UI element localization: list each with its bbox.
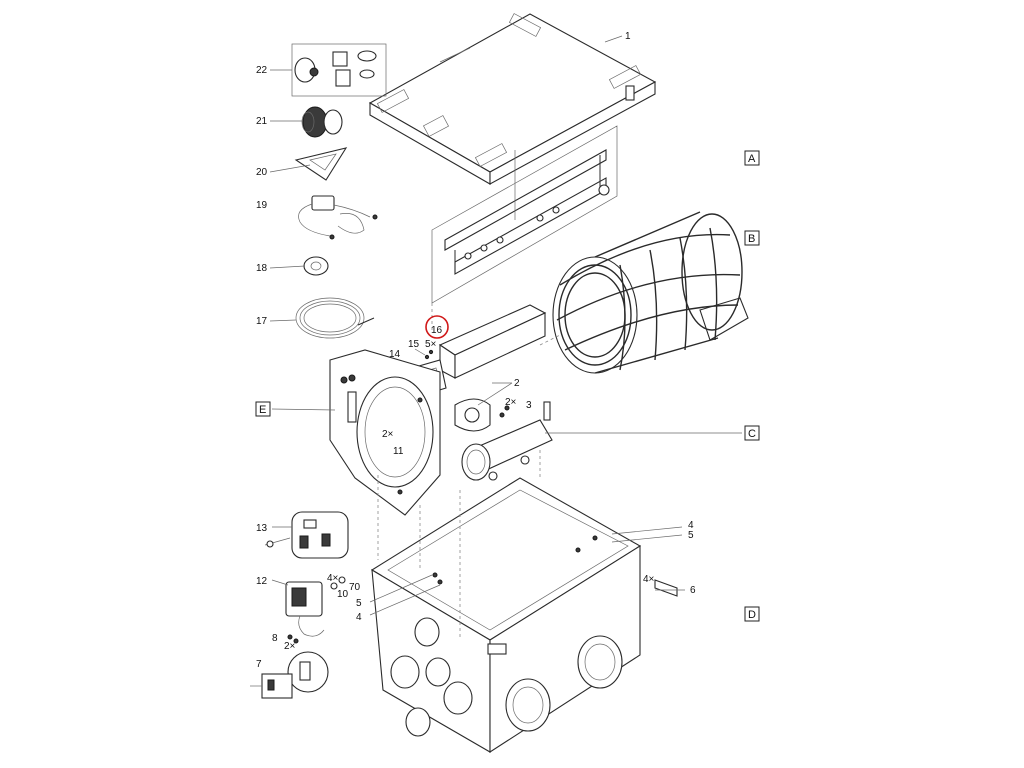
- label-part-19: 19: [256, 200, 268, 211]
- part-10-70-screws: [330, 576, 346, 590]
- label-qty-3: 2×: [505, 397, 517, 408]
- section-label-d: D: [748, 609, 756, 621]
- label-part-20: 20: [256, 167, 268, 178]
- part-12-control-unit: [285, 581, 325, 637]
- part-22-fittings: [291, 43, 387, 97]
- part-17-hose-coil: [295, 297, 375, 339]
- section-e-wall-plate: [329, 349, 441, 516]
- section-d-housing: [370, 477, 678, 754]
- section-label-c: C: [748, 428, 756, 440]
- section-a-bracket: [431, 125, 618, 304]
- label-part-70: 70: [349, 582, 361, 593]
- label-part-10: 10: [337, 589, 349, 600]
- section-b-drum: [552, 211, 749, 374]
- part-18-tape-roll: [303, 256, 329, 276]
- part-7-plug-detail: [250, 651, 329, 699]
- part-8-screws: [287, 634, 299, 644]
- label-part-2: 2: [514, 378, 520, 389]
- label-part-15: 15: [408, 339, 420, 350]
- section-label-b: B: [748, 233, 755, 245]
- label-part-13: 13: [256, 523, 268, 534]
- highlight-circle: [425, 315, 449, 339]
- label-part-5b: 5: [356, 598, 362, 609]
- label-part-1: 1: [625, 31, 631, 42]
- label-part-21: 21: [256, 116, 268, 127]
- label-part-12: 12: [256, 576, 268, 587]
- part-21-hose-coupling: [301, 106, 343, 138]
- part-number-labels: 1 22 21 20 19 18 17 16 15 5× 14 2 2× 3 2…: [256, 31, 696, 670]
- label-part-14: 14: [389, 349, 401, 360]
- label-part-18: 18: [256, 263, 268, 274]
- label-part-16: 16: [431, 325, 443, 336]
- label-part-5a: 5: [688, 530, 694, 541]
- label-qty-6: 4×: [643, 574, 655, 585]
- part-19-switch-cable: [298, 195, 378, 240]
- label-part-22: 22: [256, 65, 268, 76]
- trough-part: [438, 304, 547, 379]
- part-20-bracket: [294, 147, 348, 181]
- part-13-detail-callout: [264, 511, 349, 559]
- section-markers: A B C D E: [255, 150, 760, 622]
- label-qty-8: 2×: [284, 641, 296, 652]
- label-part-11: 11: [393, 446, 404, 457]
- lid-part: [368, 13, 657, 185]
- label-part-6: 6: [690, 585, 696, 596]
- label-part-17: 17: [256, 316, 268, 327]
- label-part-4a: 4: [688, 520, 694, 531]
- section-label-e: E: [259, 404, 266, 416]
- label-qty-10: 4×: [327, 573, 339, 584]
- leader-lines: [269, 35, 742, 616]
- label-part-3: 3: [526, 400, 532, 411]
- label-qty-15: 5×: [425, 339, 437, 350]
- label-qty-11: 2×: [382, 429, 394, 440]
- label-part-4b: 4: [356, 612, 362, 623]
- section-label-a: A: [748, 153, 756, 165]
- label-part-7: 7: [256, 659, 262, 670]
- section-c-uv-unit: [454, 398, 553, 481]
- label-part-8: 8: [272, 633, 278, 644]
